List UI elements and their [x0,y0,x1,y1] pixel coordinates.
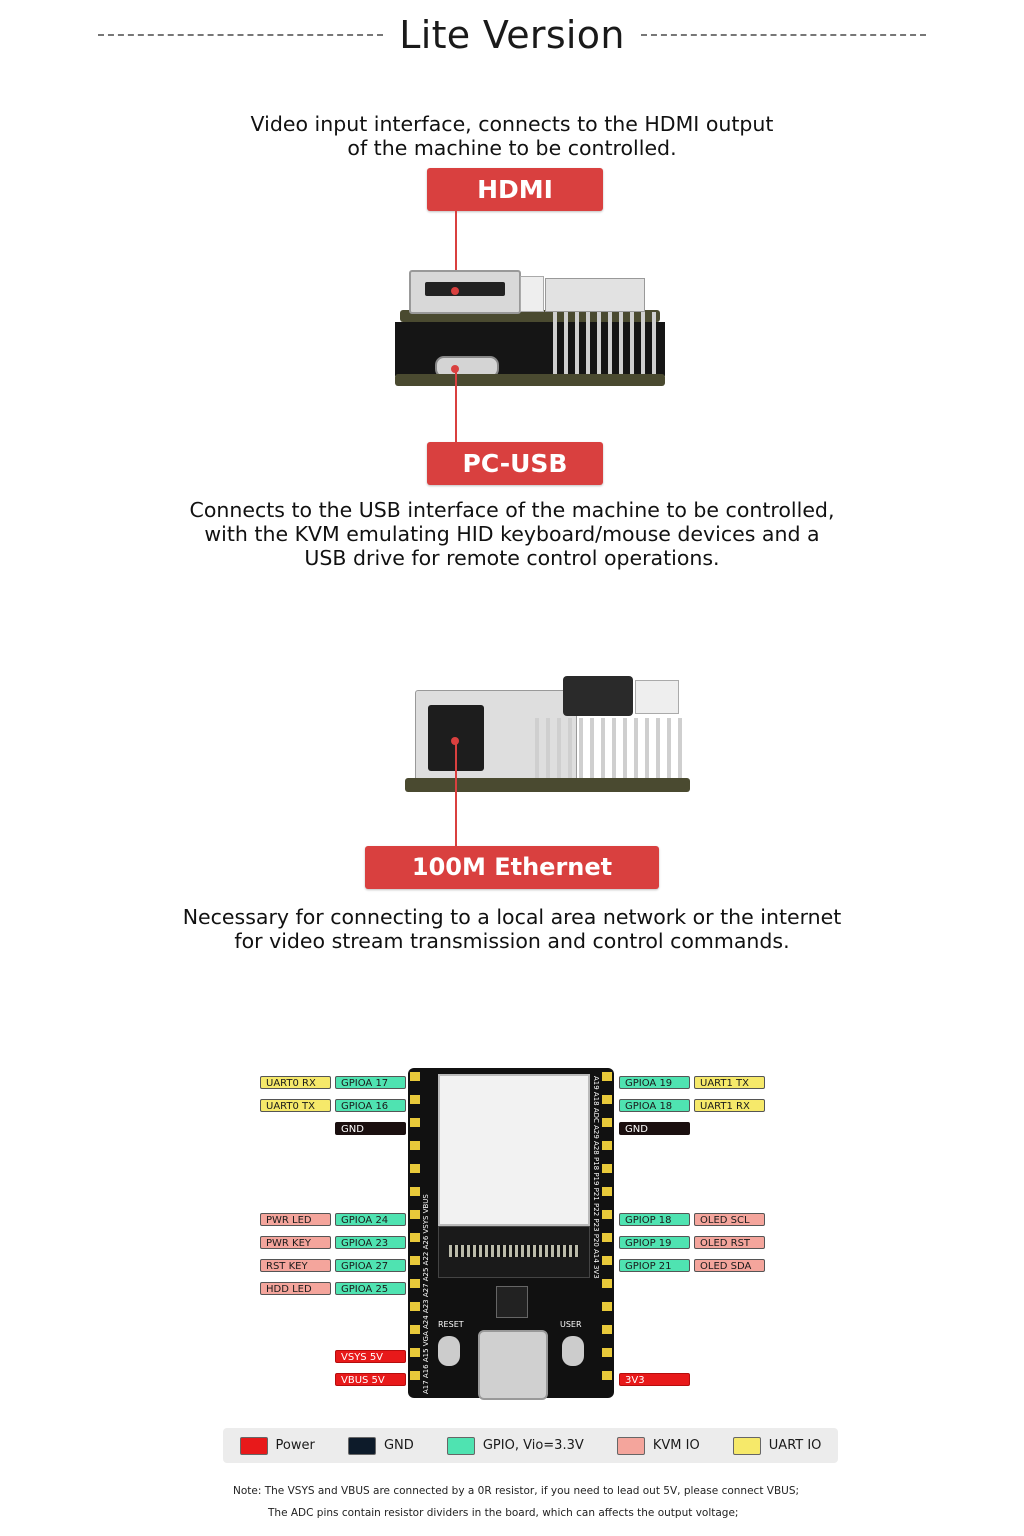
pin-label-vbus-5v: VBUS 5V [335,1373,406,1386]
bottom-pcb [395,374,665,386]
section-title-bar: Lite Version [0,10,1024,60]
pin-label-uart0-rx: UART0 RX [260,1076,331,1089]
uart-swatch [732,1436,761,1455]
reset-label: RESET [438,1320,464,1329]
pinout-board: RESET USER A17 A16 A15 VGA A24 A23 A27 A… [408,1068,614,1400]
pin-label-gpiop-19: GPIOP 19 [619,1236,690,1249]
note-line-2: The ADC pins contain resistor dividers i… [268,1507,739,1519]
pc-usb-description: Connects to the USB interface of the mac… [0,498,1024,570]
pin-label-hdd-led: HDD LED [260,1282,331,1295]
title-divider-left [98,34,384,36]
pin-label-pwr-key: PWR KEY [260,1236,331,1249]
pc-usb-desc-line-3: USB drive for remote control operations. [304,546,720,570]
pinout-legend: Power GND GPIO, Vio=3.3V KVM IO UART IO [223,1428,838,1463]
ethernet-module [438,1074,590,1226]
pin-label-3v3: 3V3 [619,1373,690,1386]
pin-label-rst-key: RST KEY [260,1259,331,1272]
ethernet-label: 100M Ethernet Interface [365,846,659,924]
pin-label-gpioa-16: GPIOA 16 [335,1099,406,1112]
pin-label-gpioa-18: GPIOA 18 [619,1099,690,1112]
page-title: Lite Version [399,13,625,57]
hdmi-port-back [563,676,633,716]
board-front-image [395,268,670,398]
legend-gnd-label: GND [383,1438,414,1453]
pin-label-oled-rst: OLED RST [694,1236,765,1249]
legend-item-kvm: KVM IO [616,1436,700,1455]
usb-c-connector [478,1330,548,1400]
pin-label-uart1-tx: UART1 TX [694,1076,765,1089]
pin-label-gpioa-24: GPIOA 24 [335,1213,406,1226]
user-button[interactable] [562,1336,584,1366]
note-line-1: Note: The VSYS and VBUS are connected by… [233,1485,800,1497]
ethernet-pointer-line [455,741,457,847]
hdmi-port [409,270,521,314]
ethernet-description: Necessary for connecting to a local area… [0,905,1024,953]
left-pin-column [410,1072,420,1394]
ethernet-desc-line-1: Necessary for connecting to a local area… [182,905,842,929]
board-back-image [405,676,690,806]
legend-item-gnd: GND [347,1436,414,1455]
legend-kvm-label: KVM IO [652,1438,700,1453]
reset-button[interactable] [438,1336,460,1366]
pc-usb-desc-line-1: Connects to the USB interface of the mac… [189,498,835,522]
connector [520,276,544,312]
legend-item-uart: UART IO [732,1436,822,1455]
kvm-swatch [616,1436,645,1455]
gpio-swatch [446,1436,475,1455]
legend-item-power: Power [239,1436,315,1455]
header-pins [553,312,663,374]
header-pins-back [535,718,685,778]
pc-usb-desc-line-2: with the KVM emulating HID keyboard/mous… [204,522,820,546]
pin-label-gnd-left: GND [335,1122,406,1135]
pin-label-gpioa-17: GPIOA 17 [335,1076,406,1089]
pin-label-pwr-led: PWR LED [260,1213,331,1226]
legend-uart-label: UART IO [768,1438,822,1453]
legend-gpio-label: GPIO, Vio=3.3V [482,1438,584,1453]
pc-usb-label: PC-USB [427,442,603,485]
pin-label-uart1-rx: UART1 RX [694,1099,765,1112]
legend-item-gpio: GPIO, Vio=3.3V [446,1436,584,1455]
hdmi-desc-line-2: of the machine to be controlled. [347,136,677,160]
user-label: USER [560,1320,582,1329]
pcb-back [405,778,690,792]
right-pin-names: A19 A18 ADC A29 A28 P18 P19 P21 P22 P23 … [592,1076,600,1279]
legend-power-label: Power [275,1438,315,1453]
hdmi-desc-line-1: Video input interface, connects to the H… [250,112,774,136]
pin-label-gpioa-23: GPIOA 23 [335,1236,406,1249]
hdmi-description: Video input interface, connects to the H… [0,112,1024,160]
pin-label-gpioa-19: GPIOA 19 [619,1076,690,1089]
connector-back [635,680,679,714]
gnd-swatch [347,1436,376,1455]
ethernet-port-back [545,278,645,312]
pin-label-gpiop-18: GPIOP 18 [619,1213,690,1226]
power-swatch [239,1436,268,1455]
pin-label-gpiop-21: GPIOP 21 [619,1259,690,1272]
pin-label-vsys-5v: VSYS 5V [335,1350,406,1363]
title-divider-right [640,34,926,36]
usb-pointer-line [455,369,457,443]
pin-label-gnd-right: GND [619,1122,690,1135]
left-pin-names: A17 A16 A15 VGA A24 A23 A27 A25 A22 A26 … [422,1194,430,1394]
pin-label-oled-scl: OLED SCL [694,1213,765,1226]
pin-label-oled-sda: OLED SDA [694,1259,765,1272]
hdmi-label: HDMI [427,168,603,211]
pin-label-uart0-tx: UART0 TX [260,1099,331,1112]
hdmi-pointer-line [455,211,457,291]
hdmi-pointer-dot [451,287,459,295]
fpc-connector [438,1226,590,1278]
chip [496,1286,528,1318]
ethernet-desc-line-2: for video stream transmission and contro… [234,929,790,953]
right-pin-column [602,1072,612,1394]
pin-label-gpioa-25: GPIOA 25 [335,1282,406,1295]
pin-label-gpioa-27: GPIOA 27 [335,1259,406,1272]
